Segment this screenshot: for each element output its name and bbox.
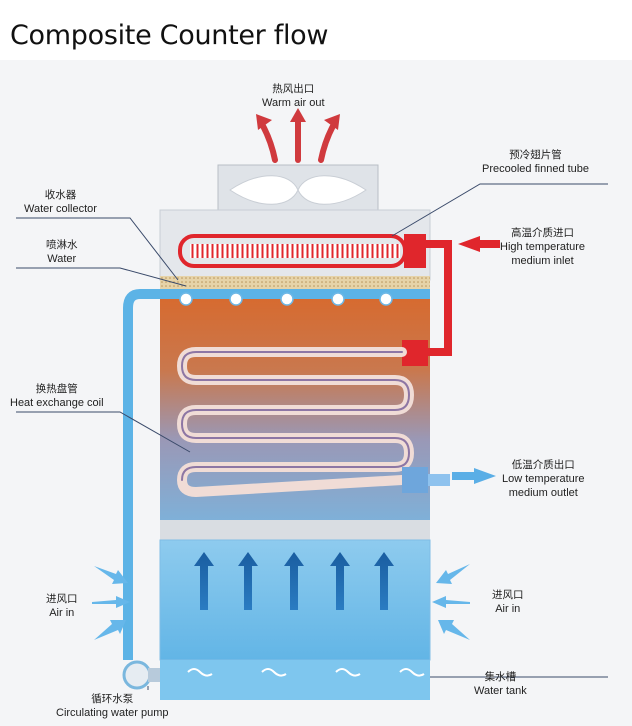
- label-zh: 收水器: [44, 189, 77, 201]
- label-en: Heat exchange coil: [10, 397, 104, 409]
- label-zh: 进风口: [492, 589, 524, 601]
- diagram-title: Composite Counter flow: [10, 20, 329, 51]
- label-zh: 进风口: [46, 593, 78, 605]
- label-precooled-finned-tube: 预冷翅片管 Precooled finned tube: [482, 148, 589, 176]
- spray-header: [150, 289, 430, 306]
- label-zh: 循环水泵: [91, 693, 134, 705]
- outlet-arrow: [452, 468, 496, 484]
- label-air-in-right: 进风口 Air in: [492, 588, 524, 616]
- precooled-finned-tube: [178, 234, 426, 268]
- label-en: Precooled finned tube: [482, 163, 590, 175]
- label-spray-water: 喷淋水 Water: [46, 238, 78, 266]
- air-in-arrows-right: [432, 564, 470, 640]
- label-zh: 低温介质出口: [511, 459, 575, 471]
- label-en: Low temperature: [502, 473, 585, 485]
- label-warm-air-out: 热风出口 Warm air out: [262, 82, 325, 110]
- label-en: Warm air out: [262, 97, 325, 109]
- label-zh: 预冷翅片管: [509, 149, 562, 161]
- label-en: High temperature: [500, 241, 585, 253]
- label-en: Water: [47, 253, 77, 265]
- label-air-in-left: 进风口 Air in: [46, 592, 78, 620]
- label-low-temp-outlet: 低温介质出口 Low temperature medium outlet: [502, 458, 585, 500]
- label-en: medium inlet: [511, 255, 574, 267]
- label-en: Water collector: [24, 203, 97, 215]
- water-collector-mesh: [160, 276, 430, 290]
- water-ripples: [187, 668, 425, 677]
- label-zh: 高温介质进口: [511, 227, 574, 239]
- label-heat-exchange-coil: 换热盘管 Heat exchange coil: [10, 382, 104, 410]
- inlet-arrow: [458, 236, 500, 252]
- air-in-arrows-left: [92, 566, 130, 640]
- label-circulating-pump: 循环水泵 Circulating water pump: [56, 692, 169, 720]
- fan-housing: [217, 164, 379, 216]
- label-zh: 集水槽: [484, 671, 517, 683]
- label-en: Air in: [49, 607, 75, 619]
- leader-lines: [16, 183, 608, 690]
- label-zh: 换热盘管: [35, 383, 78, 395]
- label-zh: 热风出口: [272, 83, 315, 95]
- label-water-collector: 收水器 Water collector: [24, 188, 97, 216]
- fill-upward-arrows: [194, 552, 394, 610]
- heat-exchange-coil: [176, 347, 415, 498]
- label-en: medium outlet: [508, 487, 578, 499]
- low-temp-outlet-box: [402, 467, 428, 493]
- label-en: Water tank: [474, 685, 527, 697]
- label-high-temp-inlet: 高温介质进口 High temperature medium inlet: [500, 226, 585, 268]
- label-en: Circulating water pump: [56, 707, 169, 719]
- label-water-tank: 集水槽 Water tank: [474, 670, 527, 698]
- warm-air-arrows: [259, 117, 337, 163]
- label-en: Air in: [495, 603, 521, 615]
- label-zh: 喷淋水: [46, 239, 78, 251]
- circulating-water-pipe: [122, 289, 160, 690]
